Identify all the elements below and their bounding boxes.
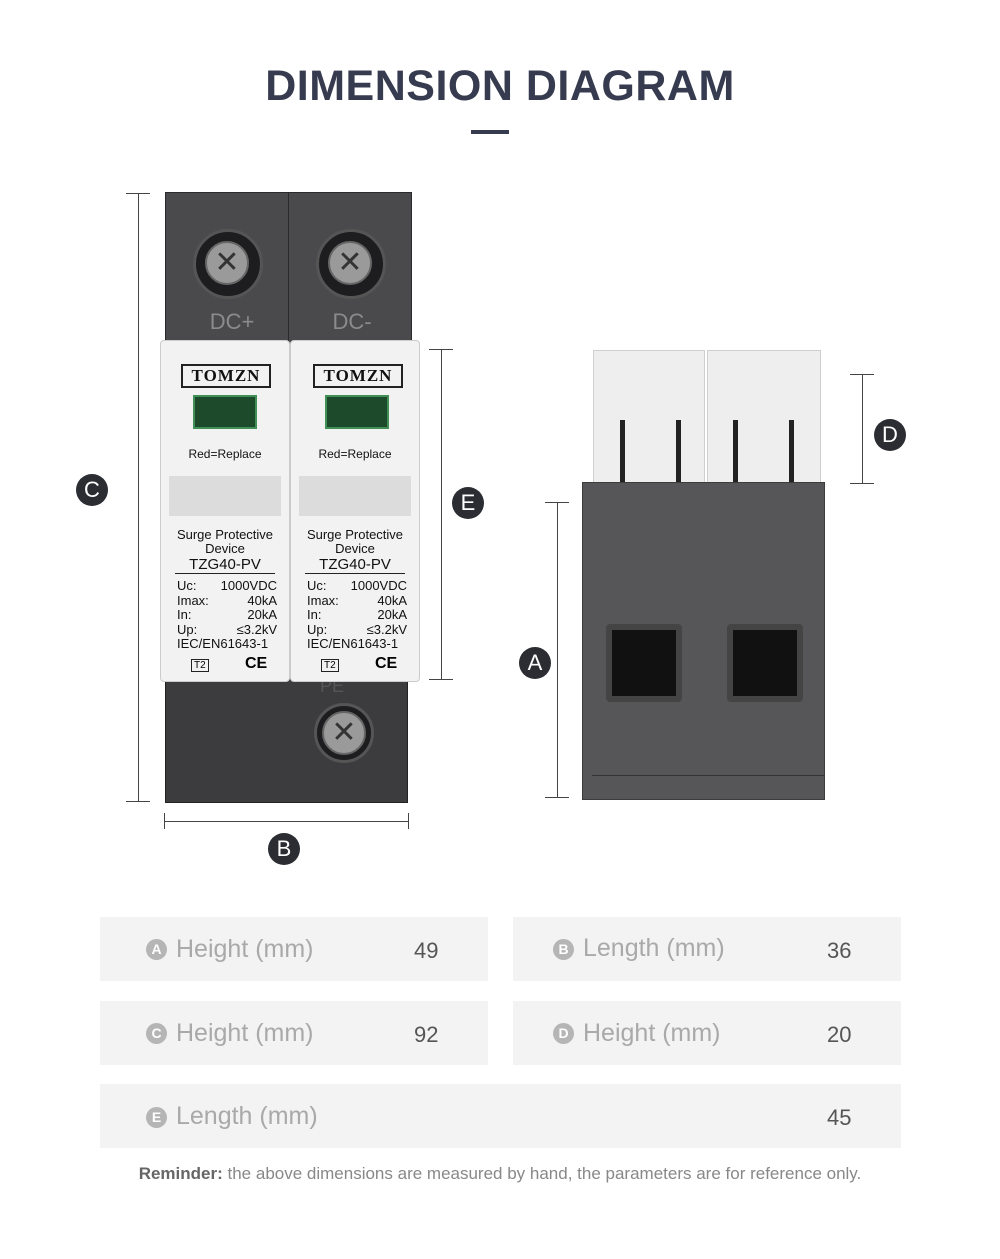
dim-a-badge: A: [519, 647, 551, 679]
dim-e-label: Length (mm): [176, 1102, 318, 1130]
dim-a-value: 49: [414, 938, 439, 963]
spec-list: Uc: 1000VDC Imax: 40kA In: 20kA Up: ≤3.2kV I…: [307, 578, 407, 652]
dim-b-badge: B: [268, 833, 300, 865]
spec-list: Uc: 1000VDC Imax: 40kA In: 20kA Up: ≤3.2kV I…: [177, 578, 277, 652]
spec-key: Imax:: [307, 592, 339, 608]
pole-right-label: DC-: [332, 309, 372, 334]
side-top-module-left: [593, 350, 705, 487]
side-top-pin: [789, 420, 794, 482]
terminal-slot-right: [727, 624, 803, 702]
dim-d-badge: D: [874, 419, 906, 451]
ce-mark: CE: [245, 655, 268, 672]
status-indicator-window: [325, 395, 389, 429]
dim-e-line: [441, 349, 442, 680]
dim-c-line: [138, 193, 139, 802]
dim-c-value: 92: [414, 1022, 439, 1047]
status-indicator-window: [193, 395, 257, 429]
reminder-note: Reminder: the above dimensions are measu…: [0, 1164, 1000, 1184]
spec-value: ≤3.2kV: [366, 621, 407, 637]
dim-e-value: 45: [827, 1105, 852, 1130]
spec-value: 1000VDC: [350, 578, 407, 593]
panel-divider: [299, 476, 411, 516]
brand-logo: TOMZN: [181, 364, 271, 388]
type-mark: T2: [321, 659, 339, 672]
spec-key: Uc:: [177, 578, 197, 593]
dim-e-cap-bottom: [429, 679, 453, 680]
spec-value: 20kA: [247, 607, 277, 622]
side-top-pin: [620, 420, 625, 482]
dim-b-label: Length (mm): [583, 934, 725, 962]
reminder-text: the above dimensions are measured by han…: [222, 1164, 862, 1183]
spec-key: Uc:: [307, 578, 327, 593]
dim-a-cap-bottom: [545, 797, 569, 798]
brand-logo: TOMZN: [313, 364, 403, 388]
dim-b-line: [164, 821, 409, 822]
dim-row-d: D Height (mm) 20: [513, 1001, 901, 1065]
device-name-line2: Device: [335, 541, 375, 556]
dim-c-cap-bottom: [126, 801, 150, 802]
standard-text: IEC/EN61643-1: [177, 636, 269, 651]
dim-d-line: [862, 374, 863, 484]
terminal-pe: ✕: [314, 703, 374, 763]
type-mark: T2: [191, 659, 209, 672]
dim-row-c: C Height (mm) 92: [100, 1001, 488, 1065]
spec-value: 40kA: [377, 592, 407, 608]
spec-key: Up:: [307, 621, 328, 637]
dim-d-value: 20: [827, 1022, 852, 1047]
spec-key: In:: [177, 607, 192, 622]
spec-value: 20kA: [377, 607, 407, 622]
panel-divider: [169, 476, 281, 516]
dim-b-cap-right: [408, 813, 409, 829]
page-title: DIMENSION DIAGRAM: [265, 62, 735, 110]
spec-key: Imax:: [177, 592, 209, 608]
dim-d-label: Height (mm): [583, 1019, 721, 1047]
dim-c-badge: C: [76, 474, 108, 506]
spec-key: In:: [307, 607, 322, 622]
indicator-text: Red=Replace: [318, 447, 392, 461]
indicator-text: Red=Replace: [188, 447, 262, 461]
terminal-slot-left: [606, 624, 682, 702]
dim-b-mini-badge: B: [553, 939, 574, 960]
model-number: TZG40-PV: [175, 556, 275, 574]
terminal-left: ✕: [193, 229, 263, 299]
module-right-panel: TOMZN Red=Replace Surge Protective Devic…: [290, 340, 420, 682]
device-name-line1: Surge Protective: [306, 527, 404, 542]
side-base-line: [592, 775, 824, 776]
dim-e-badge: E: [452, 487, 484, 519]
dim-e-mini-badge: E: [146, 1107, 167, 1128]
terminal-right: ✕: [316, 229, 386, 299]
side-top-pin: [733, 420, 738, 482]
side-top-module-right: [707, 350, 821, 487]
dim-a-label: Height (mm): [176, 935, 314, 963]
dim-row-a: A Height (mm) 49: [100, 917, 488, 981]
dim-d-cap-bottom: [850, 483, 874, 484]
spec-value: 1000VDC: [220, 578, 277, 593]
dim-row-b: B Length (mm) 36: [513, 917, 901, 981]
model-number: TZG40-PV: [305, 556, 405, 574]
dim-c-label: Height (mm): [176, 1019, 314, 1047]
screw-icon: ✕: [328, 241, 372, 285]
device-front-view: ✕ ✕ DC+ DC- PE ✕ TOMZN Red=Replace Surge…: [0, 0, 420, 803]
device-name-line2: Device: [205, 541, 245, 556]
spec-value: 40kA: [247, 592, 277, 608]
standard-text: IEC/EN61643-1: [307, 636, 399, 651]
spec-value: ≤3.2kV: [236, 621, 277, 637]
title-underline: [471, 130, 509, 134]
pole-left-label: DC+: [209, 309, 255, 334]
spec-key: Up:: [177, 621, 198, 637]
screw-icon: ✕: [205, 241, 249, 285]
dim-row-e: E Length (mm) 45: [100, 1084, 901, 1148]
dim-b-value: 36: [827, 938, 852, 963]
dim-a-line: [557, 502, 558, 798]
module-left-panel: TOMZN Red=Replace Surge Protective Devic…: [160, 340, 290, 682]
side-top-pin: [676, 420, 681, 482]
ce-mark: CE: [375, 655, 398, 672]
dim-a-mini-badge: A: [146, 939, 167, 960]
device-name-line1: Surge Protective: [176, 527, 274, 542]
dim-d-mini-badge: D: [553, 1023, 574, 1044]
dim-c-mini-badge: C: [146, 1023, 167, 1044]
screw-icon: ✕: [322, 711, 366, 755]
reminder-bold: Reminder:: [138, 1164, 223, 1183]
